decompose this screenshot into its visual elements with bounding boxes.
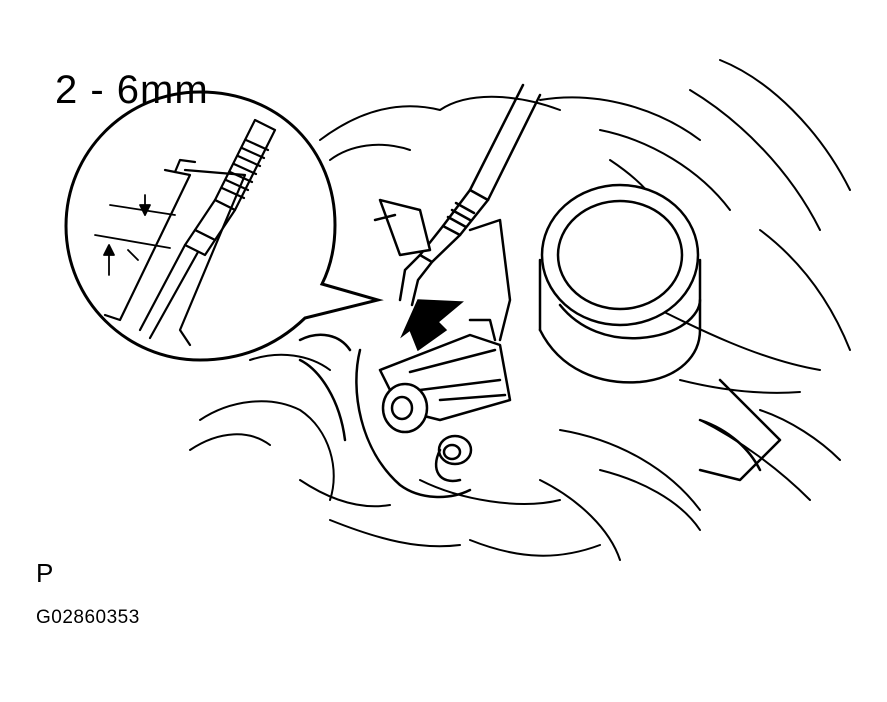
- figure-code: G02860353: [36, 607, 140, 628]
- push-direction-arrow-icon: [400, 299, 464, 352]
- throttle-linkage: [355, 198, 512, 499]
- throttle-cable: [398, 83, 542, 307]
- detail-cable-end: [103, 118, 277, 347]
- throttle-bore: [538, 183, 702, 384]
- dimension-callout-label: 2 - 6mm: [55, 68, 209, 112]
- engine-background: [189, 59, 851, 561]
- hoses: [298, 333, 782, 482]
- view-marker: P: [36, 558, 54, 588]
- clearance-arrows-icon: [94, 194, 176, 276]
